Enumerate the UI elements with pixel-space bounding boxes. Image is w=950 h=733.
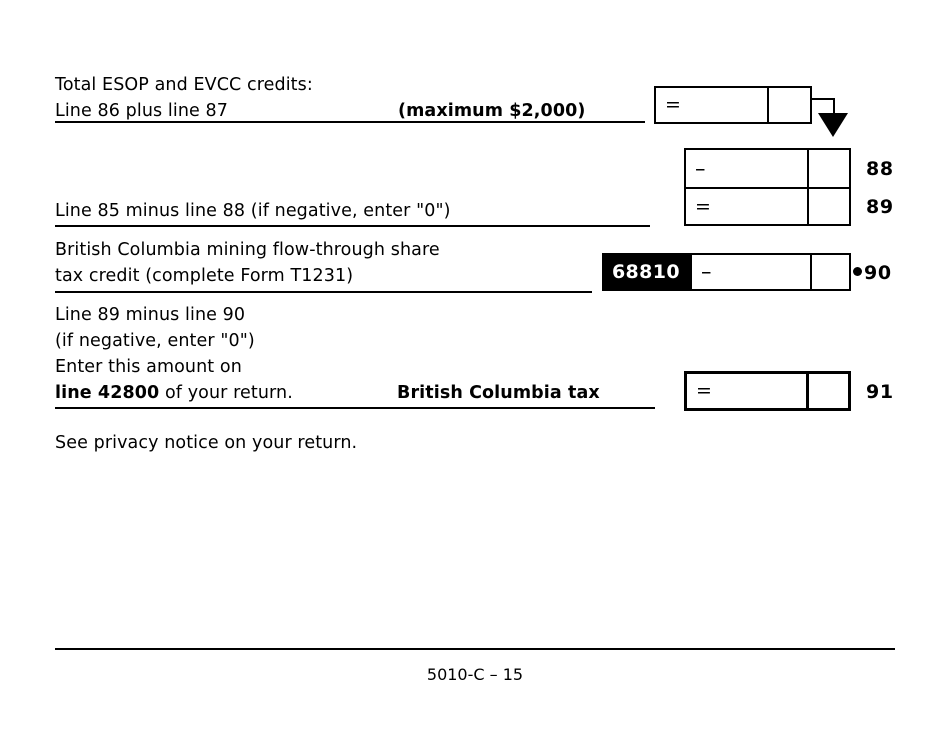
connector-vertical [833,98,835,115]
divider-rule-2 [55,225,650,227]
line-88-row[interactable]: – [686,150,849,187]
divider-rule-1 [55,121,645,123]
line-number-91: 91 [866,381,894,403]
line-42800-reference: line 42800 [55,383,160,403]
line-number-88: 88 [866,158,894,180]
line-89-dollars-field[interactable]: = [686,189,807,224]
line-88-dollars-field[interactable]: – [686,150,807,187]
esop-evcc-cents-field[interactable] [767,88,810,122]
esop-evcc-dollars-field[interactable]: = [656,88,767,122]
connector-horizontal [812,98,835,100]
esop-evcc-maximum-note: (maximum $2,000) [398,101,586,121]
equals-operator-1: = [665,93,681,116]
line-90-amount-box[interactable]: – [690,253,851,291]
esop-evcc-amount-box[interactable]: = [654,86,812,124]
line-90-code-chip: 68810 [602,253,690,291]
line-91-label-line2: (if negative, enter "0") [55,331,255,351]
line-91-label-line1: Line 89 minus line 90 [55,305,246,325]
esop-evcc-label-line2: Line 86 plus line 87 [55,101,229,121]
minus-operator-90: – [701,259,712,284]
footer-divider [55,648,895,650]
line-number-89: 89 [866,196,894,218]
line-89-row[interactable]: = [686,187,849,224]
line-91-label-line4-rest: of your return. [159,383,293,403]
equals-operator-89: = [695,195,711,217]
line-90-label-line2: tax credit (complete Form T1231) [55,266,354,286]
line-88-cents-field[interactable] [807,150,849,187]
divider-rule-3 [55,291,592,293]
line-89-label: Line 85 minus line 88 (if negative, ente… [55,201,451,221]
line-90-label-line1: British Columbia mining flow-through sha… [55,240,440,260]
line-91-label-line4: line 42800 of your return. [55,380,293,406]
esop-evcc-label-line1: Total ESOP and EVCC credits: [55,75,313,95]
line-91-amount-box[interactable]: = [684,371,851,411]
divider-rule-4 [55,407,655,409]
line-90-cents-field[interactable] [810,255,849,289]
line-91-dollars-field[interactable]: = [687,374,806,408]
footer-page-label: 5010-C – 15 [426,665,524,684]
arrow-down-icon [818,113,848,137]
equals-operator-91: = [696,379,712,402]
minus-operator-88: – [695,156,706,180]
privacy-notice: See privacy notice on your return. [55,433,358,453]
line-91-label-line3: Enter this amount on [55,357,242,377]
line-number-90: 90 [864,262,892,284]
line-88-89-stacked-box[interactable]: – = [684,148,851,226]
line-91-cents-field[interactable] [806,374,848,408]
british-columbia-tax-label: British Columbia tax [397,383,600,403]
line-89-cents-field[interactable] [807,189,849,224]
bullet-dot-icon [853,267,862,276]
line-90-dollars-field[interactable]: – [692,255,810,289]
